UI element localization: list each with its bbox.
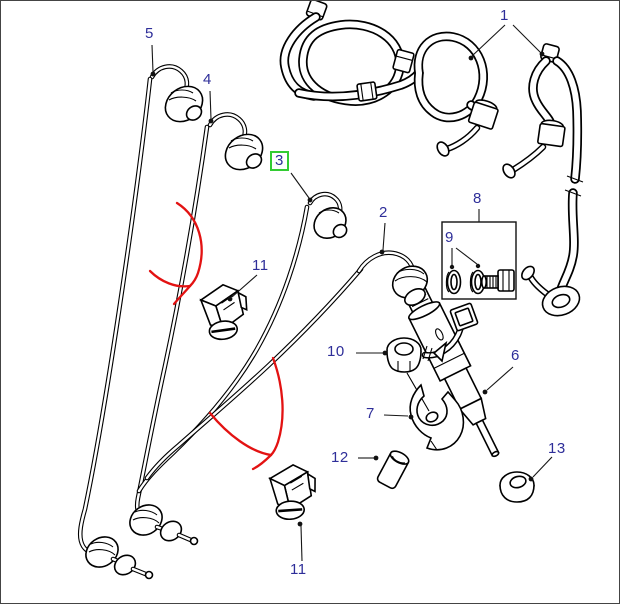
clip-position-arrow-lower (208, 356, 284, 471)
callout-9[interactable]: 9 (445, 229, 454, 246)
callout-11-lower[interactable]: 11 (290, 561, 307, 578)
callout-11-upper[interactable]: 11 (252, 257, 269, 274)
clip-position-arrow-upper (148, 201, 203, 306)
callout-8[interactable]: 8 (473, 190, 482, 207)
injection-pipe-4-drawing (134, 112, 264, 522)
pipe-clip-lower-drawing (267, 462, 320, 522)
callout-3-highlighted[interactable]: 3 (270, 151, 289, 171)
callout-4[interactable]: 4 (203, 71, 212, 88)
spacer-bush-drawing (376, 450, 410, 490)
callout-6[interactable]: 6 (511, 347, 520, 364)
callout-7[interactable]: 7 (366, 405, 375, 422)
injection-pipe-2-drawing (144, 250, 416, 481)
callout-5[interactable]: 5 (145, 25, 154, 42)
injection-pipe-5-drawing (77, 64, 204, 557)
callout-1[interactable]: 1 (500, 7, 509, 24)
sealing-washer-drawing (499, 471, 535, 503)
callout-leader-lines (150, 24, 553, 562)
spill-hose-assembly-drawing (279, 1, 584, 317)
callout-13[interactable]: 13 (548, 440, 566, 457)
injector-drawing (391, 265, 500, 458)
hardware-kit-box-drawing (441, 221, 517, 300)
injector-clamp-drawing (409, 383, 465, 451)
callout-12[interactable]: 12 (331, 449, 349, 466)
callout-2[interactable]: 2 (379, 204, 388, 221)
injector-clamp-nut-drawing (386, 337, 430, 412)
pipe-union-nuts-drawing (85, 504, 199, 580)
pipe-clip-upper-drawing (197, 280, 253, 343)
callout-10[interactable]: 10 (327, 343, 345, 360)
